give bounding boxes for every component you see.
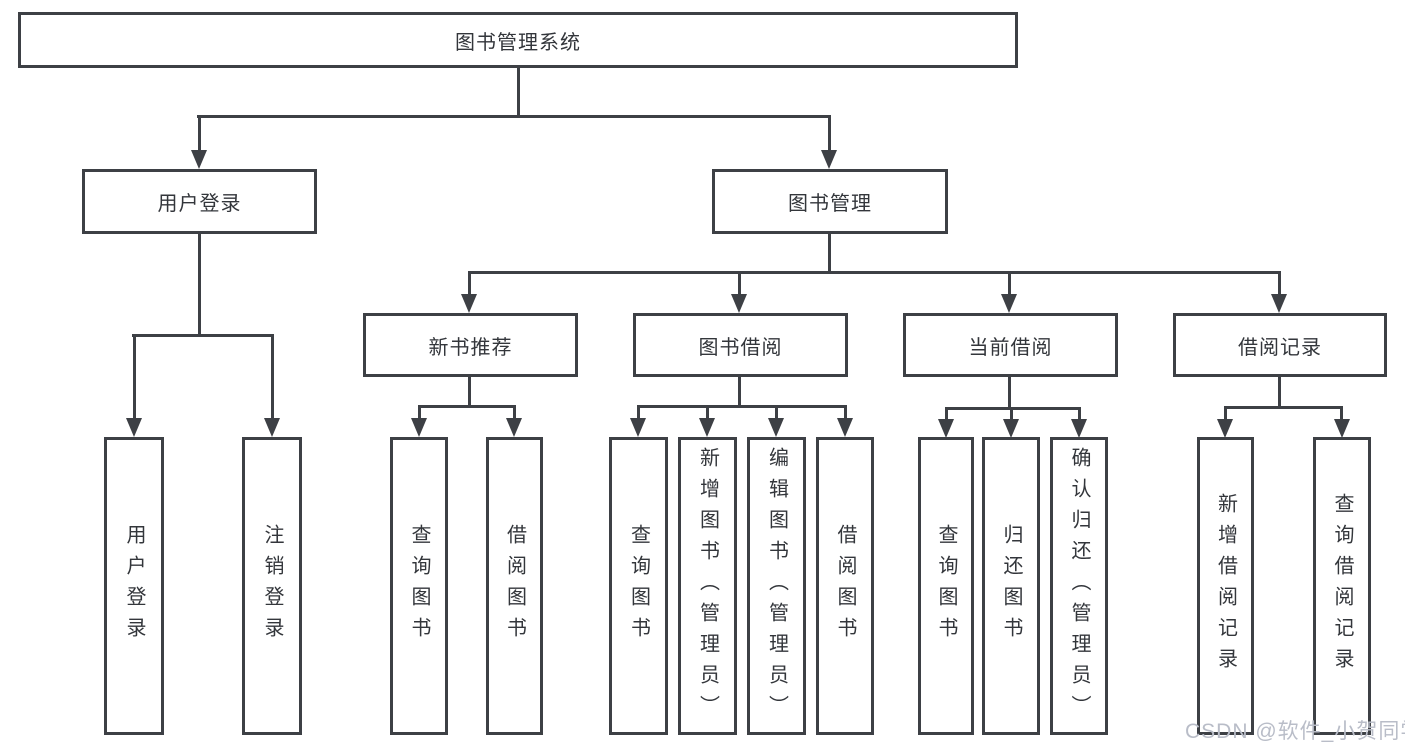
connector-vline bbox=[828, 115, 831, 153]
arrow-down-icon bbox=[506, 418, 522, 437]
connector-vline bbox=[513, 405, 516, 422]
leaf-return-book: 归还图书 bbox=[982, 437, 1040, 735]
arrow-down-icon bbox=[1071, 419, 1087, 438]
connector-vline bbox=[1010, 407, 1013, 423]
leaf-query-books-current: 查询图书 bbox=[918, 437, 974, 735]
node-user-login-label: 用户登录 bbox=[157, 193, 242, 215]
connector-hline bbox=[468, 271, 1281, 274]
arrow-down-icon bbox=[461, 294, 477, 313]
leaf-borrow-books-recommend: 借阅图书 bbox=[486, 437, 543, 735]
leaf-logout-label: 注销登录 bbox=[261, 524, 283, 648]
arrow-down-icon bbox=[191, 150, 207, 169]
connector-vline bbox=[418, 405, 421, 422]
leaf-query-borrow-record: 查询借阅记录 bbox=[1313, 437, 1371, 735]
connector-vline bbox=[1008, 375, 1011, 410]
csdn-watermark: CSDN @软件_小贺同学 bbox=[1185, 720, 1405, 743]
arrow-down-icon bbox=[821, 150, 837, 169]
connector-vline bbox=[517, 66, 520, 117]
connector-vline bbox=[1340, 406, 1343, 423]
leaf-query-books-borrow: 查询图书 bbox=[609, 437, 668, 735]
node-current-borrow-label: 当前借阅 bbox=[968, 336, 1053, 359]
leaf-query-books-recommend: 查询图书 bbox=[390, 437, 448, 735]
connector-vline bbox=[738, 375, 741, 408]
connector-hline bbox=[197, 115, 831, 118]
connector-vline bbox=[637, 405, 640, 422]
arrow-down-icon bbox=[1334, 419, 1350, 438]
node-borrow-records: 借阅记录 bbox=[1173, 313, 1387, 377]
arrow-down-icon bbox=[1271, 294, 1287, 313]
arrow-down-icon bbox=[1217, 419, 1233, 438]
leaf-add-book-admin: 新增图书（管理员） bbox=[678, 437, 737, 735]
node-root: 图书管理系统 bbox=[18, 12, 1018, 68]
connector-vline bbox=[844, 405, 847, 422]
arrow-down-icon bbox=[264, 418, 280, 437]
connector-vline bbox=[828, 232, 831, 274]
arrow-down-icon bbox=[768, 418, 784, 437]
connector-vline bbox=[775, 405, 778, 422]
leaf-add-borrow-record-label: 新增借阅记录 bbox=[1214, 493, 1237, 679]
connector-vline bbox=[271, 334, 274, 422]
arrow-down-icon bbox=[126, 418, 142, 437]
leaf-borrow-books-recommend-label: 借阅图书 bbox=[503, 524, 526, 648]
connector-vline bbox=[133, 334, 136, 422]
connector-vline bbox=[1224, 406, 1227, 423]
connector-vline bbox=[468, 271, 471, 299]
leaf-query-books-current-label: 查询图书 bbox=[935, 524, 957, 648]
arrow-down-icon bbox=[938, 419, 954, 438]
node-book-borrow: 图书借阅 bbox=[633, 313, 848, 377]
arrow-down-icon bbox=[699, 418, 715, 437]
leaf-edit-book-admin-label: 编辑图书（管理员） bbox=[765, 446, 788, 726]
connector-vline bbox=[198, 115, 201, 153]
connector-vline bbox=[468, 375, 471, 408]
connector-vline bbox=[706, 405, 709, 422]
connector-hline bbox=[418, 405, 516, 408]
node-root-label: 图书管理系统 bbox=[455, 31, 581, 54]
connector-vline bbox=[1278, 375, 1281, 409]
leaf-user-login: 用户登录 bbox=[104, 437, 164, 735]
arrow-down-icon bbox=[1001, 294, 1017, 313]
leaf-edit-book-admin: 编辑图书（管理员） bbox=[747, 437, 806, 735]
leaf-query-books-recommend-label: 查询图书 bbox=[408, 524, 430, 648]
leaf-user-login-label: 用户登录 bbox=[123, 524, 145, 648]
connector-vline bbox=[945, 407, 948, 423]
node-book-borrow-label: 图书借阅 bbox=[698, 336, 783, 359]
leaf-return-book-label: 归还图书 bbox=[1000, 524, 1022, 648]
connector-vline bbox=[738, 271, 741, 299]
node-current-borrow: 当前借阅 bbox=[903, 313, 1118, 377]
connector-hline bbox=[637, 405, 846, 408]
arrow-down-icon bbox=[630, 418, 646, 437]
connector-vline bbox=[1008, 271, 1011, 299]
leaf-confirm-return-admin: 确认归还（管理员） bbox=[1050, 437, 1108, 735]
connector-vline bbox=[198, 232, 201, 336]
leaf-query-books-borrow-label: 查询图书 bbox=[627, 524, 650, 648]
arrow-down-icon bbox=[837, 418, 853, 437]
leaf-confirm-return-admin-label: 确认归还（管理员） bbox=[1068, 446, 1090, 726]
node-borrow-records-label: 借阅记录 bbox=[1238, 336, 1322, 359]
connector-vline bbox=[1078, 407, 1081, 423]
leaf-borrow-books-label: 借阅图书 bbox=[834, 524, 856, 648]
arrow-down-icon bbox=[1003, 419, 1019, 438]
connector-hline bbox=[132, 334, 274, 337]
leaf-query-borrow-record-label: 查询借阅记录 bbox=[1331, 493, 1353, 679]
connector-vline bbox=[1278, 271, 1281, 299]
node-new-book-recommend: 新书推荐 bbox=[363, 313, 578, 377]
node-book-management-label: 图书管理 bbox=[788, 193, 872, 215]
node-user-login: 用户登录 bbox=[82, 169, 317, 234]
leaf-add-borrow-record: 新增借阅记录 bbox=[1197, 437, 1254, 735]
arrow-down-icon bbox=[731, 294, 747, 313]
leaf-borrow-books: 借阅图书 bbox=[816, 437, 874, 735]
connector-hline bbox=[1224, 406, 1342, 409]
node-book-management: 图书管理 bbox=[712, 169, 948, 234]
node-new-book-recommend-label: 新书推荐 bbox=[428, 336, 513, 359]
leaf-logout: 注销登录 bbox=[242, 437, 302, 735]
arrow-down-icon bbox=[411, 418, 427, 437]
leaf-add-book-admin-label: 新增图书（管理员） bbox=[696, 446, 719, 726]
